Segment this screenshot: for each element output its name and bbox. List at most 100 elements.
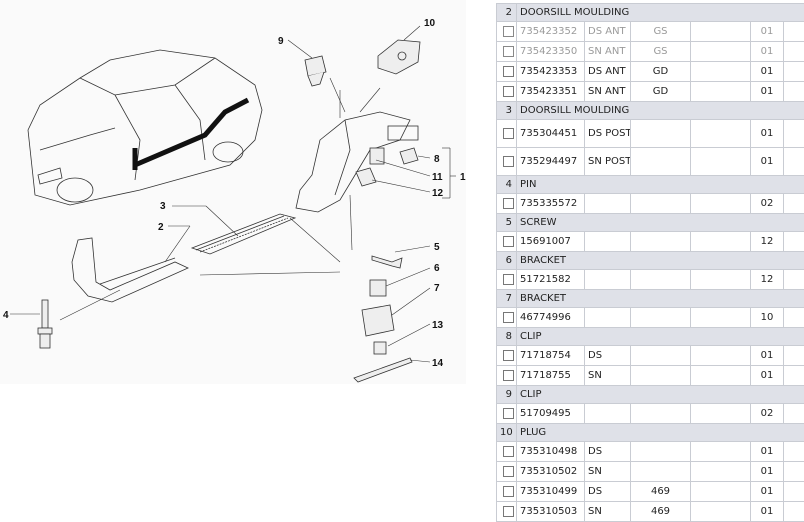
part-quantity: 01: [751, 120, 784, 148]
part-1-rear-panel: [296, 112, 418, 212]
row-checkbox[interactable]: [503, 370, 514, 381]
part-variant: GD: [631, 62, 691, 82]
row-checkbox[interactable]: [503, 408, 514, 419]
empty-cell: [691, 462, 751, 482]
group-number: 3: [497, 102, 517, 120]
part-description: [585, 270, 631, 290]
part-4-pin: [38, 300, 52, 348]
row-checkbox[interactable]: [503, 66, 514, 77]
part-variant: [631, 404, 691, 424]
row-checkbox-cell: [497, 404, 517, 424]
part-description: SN: [585, 366, 631, 386]
part-number: 735294497: [517, 148, 585, 176]
group-name: DOORSILL MOULDING: [517, 102, 804, 120]
empty-cell: [784, 194, 804, 214]
part-2-moulding: [72, 238, 188, 302]
part-description: DS ANT: [585, 22, 631, 42]
empty-cell: [784, 120, 804, 148]
empty-cell: [784, 42, 804, 62]
row-checkbox[interactable]: [503, 312, 514, 323]
part-9-clip: [305, 56, 326, 86]
callout-12: 12: [432, 188, 444, 199]
row-checkbox[interactable]: [503, 86, 514, 97]
part-variant: GS: [631, 22, 691, 42]
row-checkbox[interactable]: [503, 350, 514, 361]
row-checkbox[interactable]: [503, 274, 514, 285]
empty-cell: [691, 404, 751, 424]
part-variant: GD: [631, 82, 691, 102]
part-description: DS POST: [585, 120, 631, 148]
empty-cell: [691, 42, 751, 62]
part-variant: [631, 442, 691, 462]
row-checkbox[interactable]: [503, 128, 514, 139]
car-illustration: [28, 50, 262, 205]
part-description: SN ANT: [585, 42, 631, 62]
row-checkbox-cell: [497, 346, 517, 366]
empty-cell: [784, 462, 804, 482]
row-checkbox-cell: [497, 232, 517, 252]
row-checkbox[interactable]: [503, 26, 514, 37]
row-checkbox-cell: [497, 22, 517, 42]
row-checkbox[interactable]: [503, 486, 514, 497]
part-variant: [631, 366, 691, 386]
group-number: 10: [497, 424, 517, 442]
row-checkbox[interactable]: [503, 506, 514, 517]
part-quantity: 01: [751, 366, 784, 386]
row-checkbox[interactable]: [503, 198, 514, 209]
part-variant: 469: [631, 502, 691, 522]
part-number: 51721582: [517, 270, 585, 290]
row-checkbox-cell: [497, 462, 517, 482]
empty-cell: [691, 232, 751, 252]
empty-cell: [691, 502, 751, 522]
part-number: 735423352: [517, 22, 585, 42]
part-variant: [631, 308, 691, 328]
group-name: CLIP: [517, 386, 804, 404]
exploded-parts-diagram: 1 2 3 4 5 6 7 8 9 10 11 12 13 14: [0, 0, 466, 384]
part-variant: [631, 148, 691, 176]
empty-cell: [691, 120, 751, 148]
empty-cell: [784, 62, 804, 82]
empty-cell: [784, 22, 804, 42]
callout-14: 14: [432, 358, 444, 369]
row-checkbox[interactable]: [503, 46, 514, 57]
part-description: [585, 404, 631, 424]
part-description: [585, 308, 631, 328]
part-variant: [631, 270, 691, 290]
empty-cell: [691, 346, 751, 366]
row-checkbox[interactable]: [503, 236, 514, 247]
part-description: SN ANT: [585, 82, 631, 102]
part-number: 735423350: [517, 42, 585, 62]
part-quantity: 01: [751, 462, 784, 482]
row-checkbox[interactable]: [503, 156, 514, 167]
part-variant: [631, 194, 691, 214]
part-10-plug: [378, 40, 420, 74]
empty-cell: [784, 270, 804, 290]
empty-cell: [784, 346, 804, 366]
row-checkbox[interactable]: [503, 446, 514, 457]
row-checkbox[interactable]: [503, 466, 514, 477]
row-checkbox-cell: [497, 42, 517, 62]
